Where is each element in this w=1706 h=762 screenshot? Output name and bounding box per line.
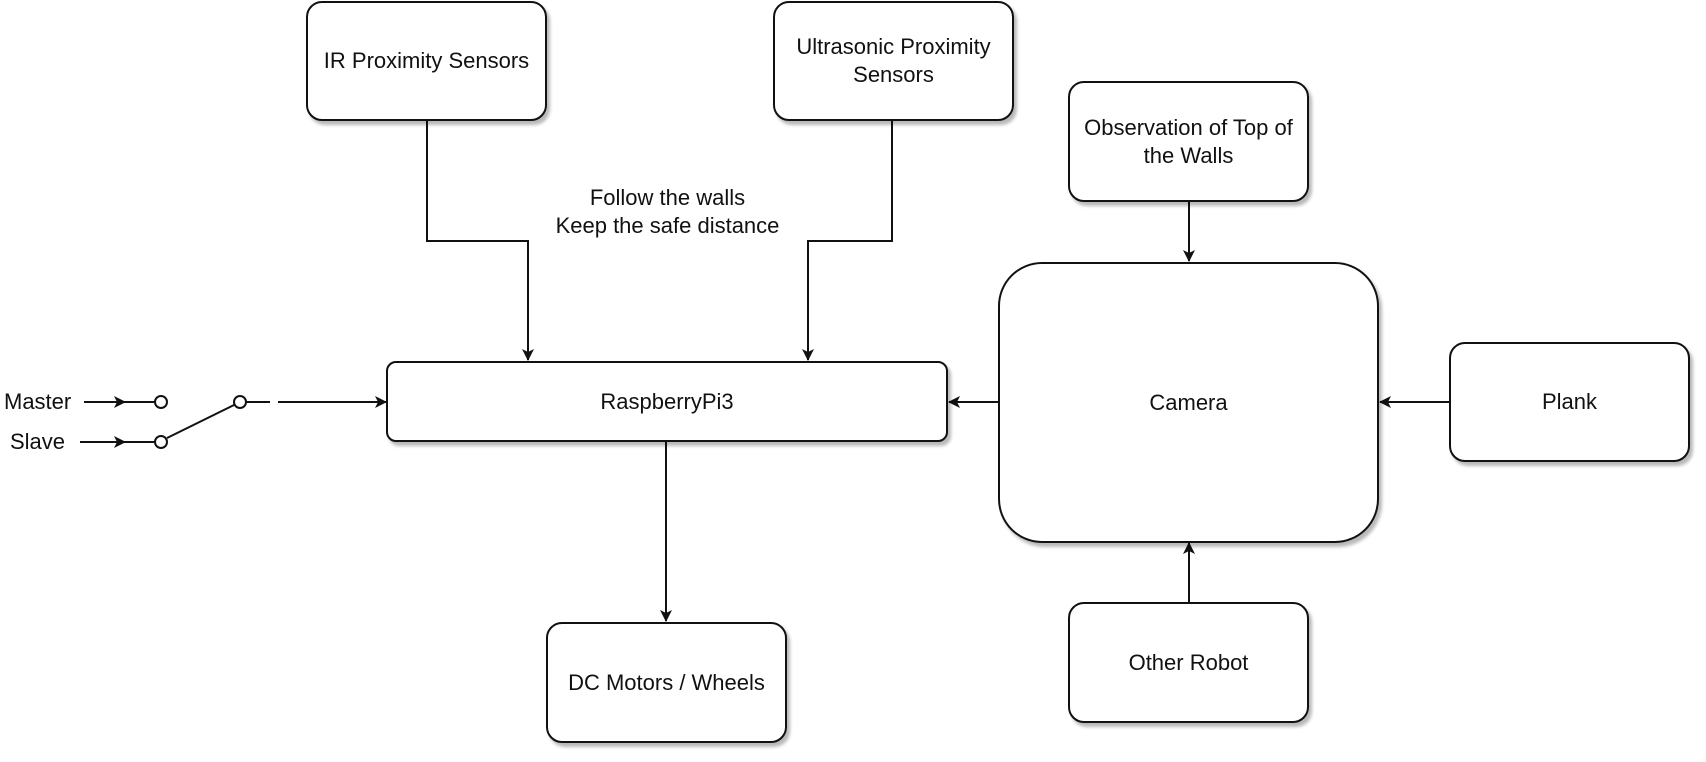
ir-sensors-node: IR Proximity Sensors xyxy=(306,1,547,121)
master-label: Master xyxy=(4,389,72,414)
plank-node: Plank xyxy=(1449,342,1690,462)
ir-sensors-label: IR Proximity Sensors xyxy=(323,48,530,73)
slave-label: Slave xyxy=(10,429,66,454)
observation-label: Observation of Top of the Walls xyxy=(1084,114,1293,168)
other-robot-node: Other Robot xyxy=(1068,602,1309,723)
annotation-line-2: Keep the safe distance xyxy=(555,213,780,238)
switch-lever xyxy=(166,404,235,439)
switch-common-contact xyxy=(233,395,247,409)
camera-node: Camera xyxy=(998,262,1379,543)
ir-to-raspberry-arrow xyxy=(426,121,534,361)
ultrasonic-sensors-node: Ultrasonic Proximity Sensors xyxy=(773,1,1014,121)
raspberry-pi-label: RaspberryPi3 xyxy=(600,388,734,414)
ultrasonic-sensors-label: Ultrasonic Proximity Sensors xyxy=(796,34,991,87)
annotation-line-1: Follow the walls xyxy=(589,185,746,210)
slave-contact xyxy=(154,435,168,449)
camera-label: Camera xyxy=(1149,389,1228,415)
motors-node: DC Motors / Wheels xyxy=(546,622,787,743)
plank-label: Plank xyxy=(1541,389,1598,414)
master-contact xyxy=(154,395,168,409)
observation-node: Observation of Top of the Walls xyxy=(1068,81,1309,202)
other-robot-label: Other Robot xyxy=(1128,649,1249,675)
motors-label: DC Motors / Wheels xyxy=(568,669,765,695)
behavior-annotation: Follow the walls Keep the safe distance xyxy=(520,184,815,240)
ultrasonic-to-raspberry-arrow xyxy=(802,121,893,361)
raspberry-pi-node: RaspberryPi3 xyxy=(386,361,948,442)
